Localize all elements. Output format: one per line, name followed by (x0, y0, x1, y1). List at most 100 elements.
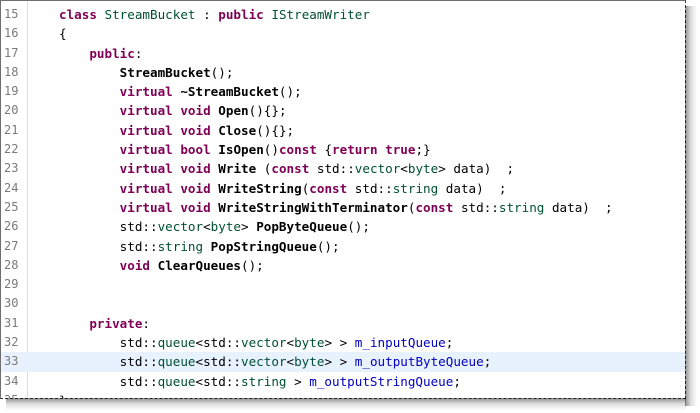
line-number: 33 (4, 354, 19, 369)
type-token: string (498, 199, 545, 215)
code-line[interactable]: 34 std::queue<std::string > m_outputStri… (1, 372, 685, 391)
type-token: IStreamWriter (271, 7, 370, 22)
field-token: m_inputQueue (354, 335, 446, 351)
keyword-token: true (385, 142, 416, 158)
function-name-token: IsOpen (218, 142, 264, 158)
code-token: ; (453, 373, 461, 389)
type-token: queue (157, 373, 196, 389)
code-token: std:: (347, 180, 393, 196)
line-number: 34 (4, 373, 19, 388)
code-text: private: (59, 314, 150, 333)
code-line[interactable]: 16{ (1, 24, 685, 43)
function-name-token: PopStringQueue (210, 238, 317, 254)
code-text: virtual ~StreamBucket(); (59, 82, 302, 101)
code-line[interactable]: 32 std::queue<std::vector<byte> > m_inpu… (1, 333, 685, 352)
type-token: byte (407, 161, 439, 177)
code-token: > > (324, 354, 355, 370)
code-line[interactable]: 28 void ClearQueues(); (1, 256, 685, 275)
code-token (59, 161, 120, 176)
field-token: m_outputByteQueue (354, 354, 484, 370)
type-token: byte (294, 335, 325, 351)
function-name-token: ~StreamBucket (180, 84, 279, 100)
field-token: m_outputStringQueue (309, 373, 454, 389)
code-token (203, 239, 211, 254)
code-line[interactable]: 35}; (1, 391, 685, 398)
code-token: data) ; (438, 180, 507, 196)
type-token: string (157, 238, 204, 254)
code-token: (){}; (256, 122, 295, 138)
code-line[interactable]: 17 public: (1, 44, 685, 63)
code-text: { (59, 24, 67, 43)
code-line[interactable]: 22 virtual bool IsOpen()const {return tr… (1, 140, 685, 159)
code-token: (); (316, 238, 340, 254)
line-number: 27 (4, 238, 19, 253)
code-token: <std:: (195, 335, 242, 351)
code-text: StreamBucket(); (59, 63, 234, 82)
code-token: std:: (59, 354, 158, 370)
code-token: : (195, 7, 219, 22)
code-token (97, 7, 105, 22)
code-line[interactable]: 31 private: (1, 314, 685, 333)
code-token: { (316, 142, 333, 158)
code-line[interactable]: 26 std::vector<byte> PopByteQueue(); (1, 217, 685, 236)
code-token (150, 258, 158, 273)
code-line[interactable]: 18 StreamBucket(); (1, 63, 685, 82)
type-token: queue (157, 335, 196, 351)
code-line[interactable]: 21 virtual void Close(){}; (1, 121, 685, 140)
code-token: ( (256, 161, 272, 177)
keyword-token: const (415, 199, 454, 215)
code-token: <std:: (195, 373, 242, 389)
keyword-token: void (180, 122, 211, 138)
keyword-token: virtual (119, 199, 173, 215)
code-line[interactable]: 20 virtual void Open(){}; (1, 101, 685, 120)
code-token (59, 123, 120, 138)
code-token (59, 316, 89, 331)
keyword-token: private (89, 315, 143, 331)
keyword-token: const (309, 180, 348, 196)
type-token: vector (241, 354, 287, 370)
code-text: std::vector<byte> PopByteQueue(); (59, 217, 370, 236)
code-text: virtual void Close(){}; (59, 121, 294, 140)
type-token: queue (157, 354, 196, 370)
code-text: void ClearQueues(); (59, 256, 264, 275)
code-line[interactable]: 24 virtual void WriteString(const std::s… (1, 179, 685, 198)
keyword-token: void (180, 103, 211, 119)
code-token: ; (445, 335, 454, 351)
code-text: virtual void Open(){}; (59, 101, 287, 120)
line-number: 25 (4, 199, 19, 214)
keyword-token: virtual (119, 122, 173, 138)
line-number: 23 (4, 161, 19, 176)
code-token: < (286, 335, 295, 351)
keyword-token: return (332, 142, 378, 158)
keyword-token: virtual (119, 142, 173, 158)
code-text: virtual void Write (const std::vector<by… (59, 159, 514, 178)
code-token: (); (241, 257, 264, 273)
type-token: string (392, 180, 439, 196)
code-line[interactable]: 29 (1, 275, 685, 294)
keyword-token: public (218, 7, 264, 22)
code-token: }; (59, 393, 74, 398)
code-text: virtual void WriteString(const std::stri… (59, 179, 507, 198)
keyword-token: const (278, 142, 317, 158)
code-token: ; (483, 354, 492, 370)
code-line-current[interactable]: 33 std::queue<std::vector<byte> > m_outp… (1, 352, 685, 372)
code-token: () (263, 142, 279, 158)
code-token: ( (301, 180, 310, 196)
code-token: < (286, 354, 295, 370)
drop-shadow-right (685, 6, 697, 406)
code-text: std::queue<std::string > m_outputStringQ… (59, 372, 461, 391)
function-name-token: Open (218, 103, 249, 119)
line-number: 35 (4, 391, 26, 398)
code-line[interactable]: 23 virtual void Write (const std::vector… (1, 159, 685, 178)
code-token: > (241, 219, 257, 235)
keyword-token: virtual (119, 180, 173, 196)
code-token (59, 65, 120, 80)
code-line[interactable]: 30 (1, 294, 685, 313)
code-line[interactable]: 27 std::string PopStringQueue(); (1, 237, 685, 256)
code-token: (){}; (248, 103, 287, 119)
line-number: 15 (4, 7, 19, 21)
code-line[interactable]: 19 virtual ~StreamBucket(); (1, 82, 685, 101)
code-line[interactable]: 25 virtual void WriteStringWithTerminato… (1, 198, 685, 217)
